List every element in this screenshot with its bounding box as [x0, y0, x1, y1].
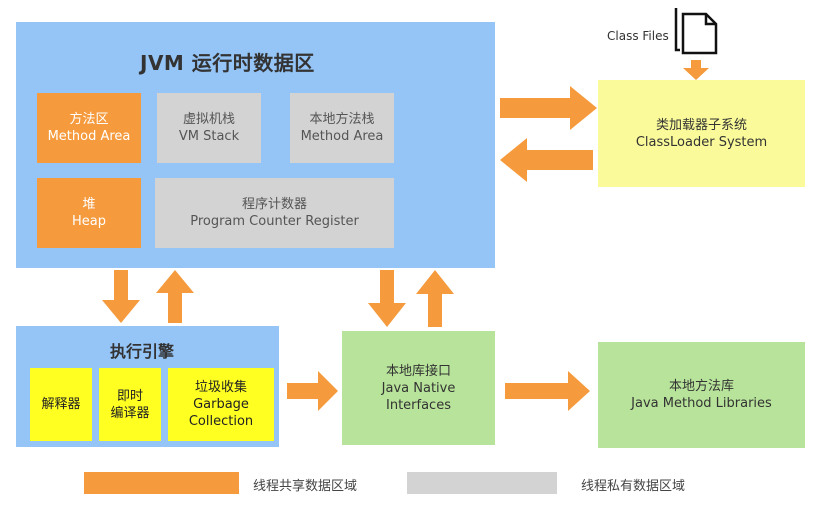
method-area-zh: 方法区 — [69, 112, 109, 127]
legend-private-swatch — [407, 472, 557, 494]
gc-zh: 垃圾收集 — [194, 380, 247, 395]
gc-en1: Garbage — [193, 397, 249, 412]
native-libraries-en: Java Method Libraries — [631, 396, 772, 411]
interpreter-label: 解释器 — [41, 397, 81, 412]
vm-stack-box: 虚拟机栈 VM Stack — [157, 93, 261, 163]
vm-stack-zh: 虚拟机栈 — [182, 112, 235, 127]
heap-box: 堆 Heap — [37, 178, 141, 248]
classloader-system-box: 类加载器子系统 ClassLoader System — [598, 80, 805, 187]
legend-private-label: 线程私有数据区域 — [581, 479, 686, 494]
native-method-stack-box: 本地方法栈 Method Area — [290, 93, 394, 163]
legend-shared-label: 线程共享数据区域 — [253, 479, 358, 494]
interpreter-box: 解释器 — [30, 368, 92, 441]
gc-en2: Collection — [188, 414, 254, 429]
arrow-engine-to-native — [287, 371, 338, 411]
arrow-jvm-to-native — [368, 270, 406, 327]
native-interface-en1: Java Native — [381, 380, 456, 396]
heap-en: Heap — [72, 214, 106, 229]
jvm-title: JVM 运行时数据区 — [140, 51, 315, 75]
jit-line1: 即时 — [116, 388, 143, 404]
pc-register-en: Program Counter Register — [190, 214, 359, 229]
native-interface-box: 本地库接口 Java Native Interfaces — [342, 331, 495, 445]
native-method-libraries-box: 本地方法库 Java Method Libraries — [598, 342, 805, 448]
execution-engine-title: 执行引擎 — [110, 342, 175, 361]
arrow-classloader-to-jvm — [500, 138, 593, 182]
arrow-jvm-to-engine — [102, 270, 140, 323]
classloader-zh: 类加载器子系统 — [655, 117, 747, 133]
arrow-native-to-jvm — [416, 270, 454, 327]
vm-stack-en: VM Stack — [178, 129, 240, 144]
native-interface-zh: 本地库接口 — [385, 363, 451, 379]
native-libraries-zh: 本地方法库 — [668, 379, 734, 394]
heap-zh: 堆 — [82, 197, 96, 212]
jit-compiler-box: 即时 编译器 — [99, 368, 161, 441]
method-area-en: Method Area — [47, 129, 131, 144]
arrow-jvm-to-classloader — [500, 86, 597, 130]
arrow-engine-to-jvm — [156, 270, 194, 323]
class-files-label: Class Files — [607, 29, 669, 43]
native-interface-en2: Interfaces — [386, 397, 451, 413]
arrow-classfiles-to-classloader — [683, 60, 709, 80]
program-counter-register-box: 程序计数器 Program Counter Register — [155, 178, 394, 248]
garbage-collection-box: 垃圾收集 Garbage Collection — [168, 368, 274, 441]
method-area-box: 方法区 Method Area — [37, 93, 141, 163]
classloader-en: ClassLoader System — [635, 134, 768, 150]
pc-register-zh: 程序计数器 — [241, 197, 307, 212]
native-method-stack-zh: 本地方法栈 — [309, 112, 375, 127]
native-method-stack-en: Method Area — [300, 129, 384, 144]
arrow-native-to-libraries — [505, 371, 590, 411]
legend-shared-swatch — [84, 472, 239, 494]
jit-line2: 编译器 — [110, 405, 150, 421]
